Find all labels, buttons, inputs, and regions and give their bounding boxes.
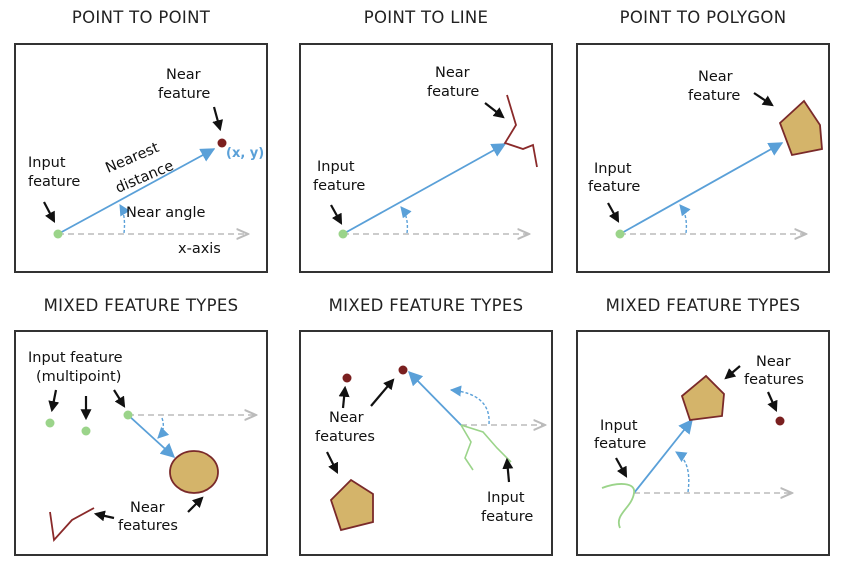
pointer-arrow-near — [187, 496, 204, 513]
near-angle-label: Near angle — [126, 205, 206, 221]
input-point — [338, 229, 348, 239]
input-point — [45, 418, 55, 428]
diagram-panel-point-to-point: Near feature Input feature Nearest dista… — [14, 43, 268, 273]
near-angle-arc — [675, 451, 690, 493]
near-line-feature — [49, 507, 95, 543]
near-polygon-feature — [329, 478, 374, 532]
near-features-label: Near — [756, 354, 791, 370]
panel-title-mixed-feature-types: MIXED FEATURE TYPES — [605, 296, 801, 315]
pointer-arrow-input — [502, 457, 514, 483]
input-feature-label: Input feature — [28, 350, 123, 366]
near-feature-label: Near — [698, 69, 733, 85]
pointer-arrow-near — [93, 510, 115, 522]
coordinates-label: (x, y) — [226, 146, 264, 161]
diagram-panel-mixed-multipoint: Input feature (multipoint) Near features — [14, 330, 268, 556]
near-point — [217, 138, 227, 148]
near-angle-arc — [157, 417, 170, 439]
near-features-label: Near — [130, 500, 165, 516]
near-features-label: Near — [329, 410, 364, 426]
pointer-arrow-near — [724, 365, 741, 380]
input-feature-label: (multipoint) — [36, 369, 121, 385]
nearest-distance-arrow — [127, 414, 176, 458]
panel-title-point-to-point: POINT TO POINT — [71, 8, 211, 27]
near-feature-label: Near — [166, 67, 201, 83]
input-line-feature — [460, 424, 474, 471]
input-feature-label: feature — [594, 436, 646, 452]
near-angle-arc — [679, 204, 691, 234]
x-axis-label: x-axis — [178, 241, 221, 257]
diagram-panel-mixed-line: Near features Input feature — [299, 330, 553, 556]
near-feature-label: Near — [435, 65, 470, 81]
pointer-arrow-near — [326, 451, 338, 474]
input-feature-label: feature — [481, 509, 533, 525]
input-feature-label: Input — [600, 418, 638, 434]
near-point — [398, 365, 408, 375]
input-point — [123, 410, 133, 420]
panel-title-point-to-polygon: POINT TO POLYGON — [619, 8, 787, 27]
input-point — [53, 229, 63, 239]
nearest-distance-arrow — [407, 370, 462, 426]
input-feature-label: Input — [594, 161, 632, 177]
pointer-arrow-input — [43, 201, 56, 223]
input-feature-label: feature — [28, 174, 80, 190]
pointer-arrow-input — [615, 457, 628, 478]
near-polygon-feature — [778, 99, 823, 157]
pointer-arrow-near — [212, 106, 223, 132]
pointer-arrow-input — [607, 202, 620, 223]
diagram-panel-point-to-line: Near feature Input feature — [299, 43, 553, 273]
near-point — [775, 416, 785, 426]
diagram-panel-mixed-curve: Near features Input feature — [576, 330, 830, 556]
near-features-label: features — [744, 372, 804, 388]
pointer-arrow-near — [338, 385, 350, 409]
input-feature-label: Input — [317, 159, 355, 175]
pointer-arrow-input — [48, 389, 60, 413]
near-feature-label: feature — [427, 84, 479, 100]
pointer-arrow-near — [484, 102, 505, 119]
diagram-panel-point-to-polygon: Near feature Input feature — [576, 43, 830, 273]
input-feature-label: Input — [487, 490, 525, 506]
near-features-label: features — [315, 429, 375, 445]
pointer-arrow-near — [370, 378, 395, 407]
input-feature-label: Input — [28, 155, 66, 171]
near-line-feature — [503, 94, 538, 168]
near-point — [342, 373, 352, 383]
near-polygon-feature — [680, 374, 725, 421]
near-angle-arc — [119, 204, 130, 234]
input-point — [81, 426, 91, 436]
panel-title-mixed-feature-types: MIXED FEATURE TYPES — [43, 296, 239, 315]
input-point — [615, 229, 625, 239]
near-features-label: features — [118, 518, 178, 534]
near-polygon-feature — [169, 450, 219, 494]
panel-title-point-to-line: POINT TO LINE — [363, 8, 489, 27]
near-angle-arc — [400, 206, 412, 234]
nearest-distance-arrow — [633, 418, 693, 494]
near-feature-label: feature — [158, 86, 210, 102]
input-line-feature — [460, 424, 512, 463]
pointer-arrow-near — [766, 391, 778, 413]
pointer-arrow-input — [330, 204, 343, 225]
panel-title-mixed-feature-types: MIXED FEATURE TYPES — [328, 296, 524, 315]
nearest-distance-arrow — [342, 143, 507, 235]
input-feature-label: feature — [588, 179, 640, 195]
near-feature-label: feature — [688, 88, 740, 104]
input-curve-feature — [601, 483, 635, 529]
input-feature-label: feature — [313, 178, 365, 194]
pointer-arrow-near — [753, 92, 774, 107]
near-angle-arc — [449, 385, 490, 425]
nearest-distance-arrow — [57, 148, 216, 235]
nearest-distance-arrow — [619, 142, 784, 235]
pointer-arrow-input — [113, 389, 126, 408]
